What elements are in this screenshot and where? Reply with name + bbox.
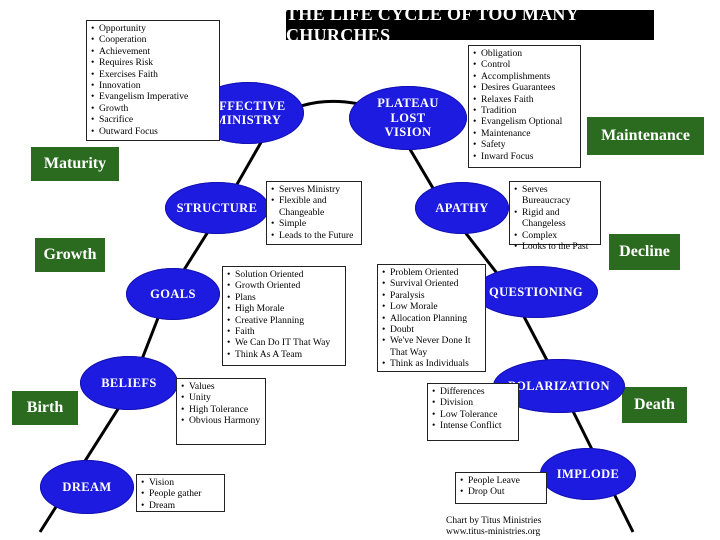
node-beliefs-label: BELIEFS	[101, 375, 157, 390]
list-item: Exercises Faith	[91, 69, 215, 81]
list-item: Looks to the Past	[514, 241, 596, 253]
list-item: We Can Do IT That Way	[227, 337, 341, 349]
list-beliefs: Values Unity High Tolerance Obvious Harm…	[176, 378, 266, 445]
list-item: Unity	[181, 392, 261, 404]
list-item: People gather	[141, 488, 220, 500]
list-item: Evangelism Optional	[473, 116, 576, 128]
list-item: Serves Bureaucracy	[514, 184, 596, 207]
stage-death: Death	[622, 387, 687, 423]
list-item: Safety	[473, 139, 576, 151]
node-implode: IMPLODE	[540, 448, 636, 500]
list-item: Solution Oriented	[227, 269, 341, 281]
list-effective-ministry: Opportunity Cooperation Achievement Requ…	[86, 20, 220, 141]
list-item: Rigid and Changeless	[514, 207, 596, 230]
list-implode: People Leave Drop Out	[455, 472, 547, 504]
list-item: Growth	[91, 103, 215, 115]
stage-maturity: Maturity	[31, 147, 119, 181]
credit-line-1: Chart by Titus Ministries	[446, 516, 542, 526]
stage-decline: Decline	[609, 234, 680, 270]
list-item: Problem Oriented	[382, 267, 481, 279]
list-item: High Morale	[227, 303, 341, 315]
list-item: Low Morale	[382, 301, 481, 313]
list-item: Evangelism Imperative	[91, 91, 215, 103]
node-effective-ministry-label: EFFECTIVE MINISTRY	[210, 98, 286, 127]
list-item: Innovation	[91, 80, 215, 92]
node-dream: DREAM	[40, 460, 134, 514]
list-item: Dream	[141, 500, 220, 512]
list-goals: Solution Oriented Growth Oriented Plans …	[222, 266, 346, 366]
node-plateau-label: PLATEAU LOST VISION	[377, 96, 439, 140]
list-item: Accomplishments	[473, 71, 576, 83]
list-item: Desires Guarantees	[473, 82, 576, 94]
list-plateau: Obligation Control Accomplishments Desir…	[468, 45, 581, 168]
list-item: Requires Risk	[91, 57, 215, 69]
list-item: Faith	[227, 326, 341, 338]
node-structure-label: STRUCTURE	[176, 200, 258, 215]
node-plateau-lost-vision: PLATEAU LOST VISION	[349, 86, 467, 150]
list-item: Plans	[227, 292, 341, 304]
list-item: Vision	[141, 477, 220, 489]
list-item: Complex	[514, 230, 596, 242]
list-item: We've Never Done It That Way	[382, 335, 481, 358]
list-item: Obligation	[473, 48, 576, 60]
list-item: Growth Oriented	[227, 280, 341, 292]
stage-birth: Birth	[12, 391, 78, 425]
stage-maintenance: Maintenance	[587, 117, 704, 155]
node-apathy: APATHY	[415, 182, 509, 234]
diagram-title: THE LIFE CYCLE OF TOO MANY CHURCHES	[286, 4, 654, 45]
list-dream: Vision People gather Dream	[136, 474, 225, 512]
list-item: Opportunity	[91, 23, 215, 35]
node-polarization-label: POLARIZATION	[508, 378, 610, 393]
list-item: Relaxes Faith	[473, 94, 576, 106]
credit: Chart by Titus Ministries www.titus-mini…	[446, 516, 541, 538]
list-item: Intense Conflict	[432, 420, 514, 432]
list-item: Low Tolerance	[432, 409, 514, 421]
list-item: Paralysis	[382, 290, 481, 302]
list-polarization: Differences Division Low Tolerance Inten…	[427, 383, 519, 441]
list-item: Serves Ministry	[271, 184, 357, 196]
list-item: Tradition	[473, 105, 576, 117]
list-item: Maintenance	[473, 128, 576, 140]
list-item: Simple	[271, 218, 357, 230]
node-beliefs: BELIEFS	[80, 356, 178, 410]
list-item: Obvious Harmony	[181, 415, 261, 427]
list-item: Sacrifice	[91, 114, 215, 126]
list-questioning: Problem Oriented Survival Oriented Paral…	[377, 264, 486, 372]
list-item: Cooperation	[91, 34, 215, 46]
node-goals: GOALS	[126, 268, 220, 320]
list-item: People Leave	[460, 475, 542, 487]
list-structure: Serves Ministry Flexible and Changeable …	[266, 181, 362, 245]
list-item: Control	[473, 59, 576, 71]
node-questioning: QUESTIONING	[474, 266, 598, 318]
list-item: High Tolerance	[181, 404, 261, 416]
node-goals-label: GOALS	[150, 286, 196, 301]
list-item: Outward Focus	[91, 126, 215, 138]
node-dream-label: DREAM	[62, 479, 112, 494]
node-apathy-label: APATHY	[435, 200, 489, 215]
stage-growth: Growth	[35, 238, 105, 272]
node-structure: STRUCTURE	[165, 182, 269, 234]
credit-line-2: www.titus-ministries.org	[446, 527, 541, 537]
list-item: Inward Focus	[473, 151, 576, 163]
list-item: Values	[181, 381, 261, 393]
list-item: Leads to the Future	[271, 230, 357, 242]
list-item: Flexible and Changeable	[271, 195, 357, 218]
list-item: Doubt	[382, 324, 481, 336]
list-item: Survival Oriented	[382, 278, 481, 290]
node-implode-label: IMPLODE	[556, 466, 620, 481]
list-item: Differences	[432, 386, 514, 398]
list-apathy: Serves Bureaucracy Rigid and Changeless …	[509, 181, 601, 253]
list-item: Think as Individuals	[382, 358, 481, 370]
list-item: Creative Planning	[227, 315, 341, 327]
list-item: Achievement	[91, 46, 215, 58]
list-item: Allocation Planning	[382, 313, 481, 325]
node-questioning-label: QUESTIONING	[488, 284, 583, 299]
list-item: Division	[432, 397, 514, 409]
list-item: Think As A Team	[227, 349, 341, 361]
list-item: Drop Out	[460, 486, 542, 498]
